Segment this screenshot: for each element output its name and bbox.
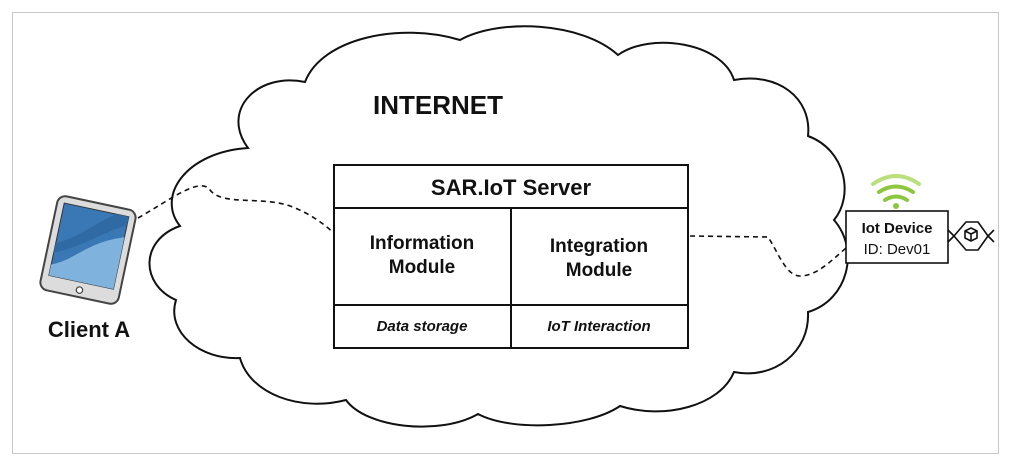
cloud-label: INTERNET — [373, 90, 503, 120]
information-module-label-line2: Module — [389, 257, 456, 278]
server-title: SAR.IoT Server — [431, 175, 592, 200]
server-device-link — [689, 235, 847, 277]
information-module-caption: Data storage — [377, 318, 468, 335]
integration-module-label-line1: Integration — [550, 236, 648, 257]
iot-device-id: ID: Dev01 — [864, 241, 931, 258]
information-module-label-line1: Information — [370, 233, 475, 254]
wifi-icon — [871, 174, 921, 209]
client-label: Client A — [48, 317, 130, 342]
tablet-icon — [39, 195, 137, 305]
server-box — [333, 164, 689, 349]
client-server-link — [137, 185, 336, 235]
iot-device-box — [845, 210, 949, 264]
integration-module-label-line2: Module — [566, 260, 633, 281]
iot-device-title: Iot Device — [862, 220, 933, 237]
cube-node-icon — [947, 221, 995, 251]
integration-module-caption: IoT Interaction — [547, 318, 650, 335]
